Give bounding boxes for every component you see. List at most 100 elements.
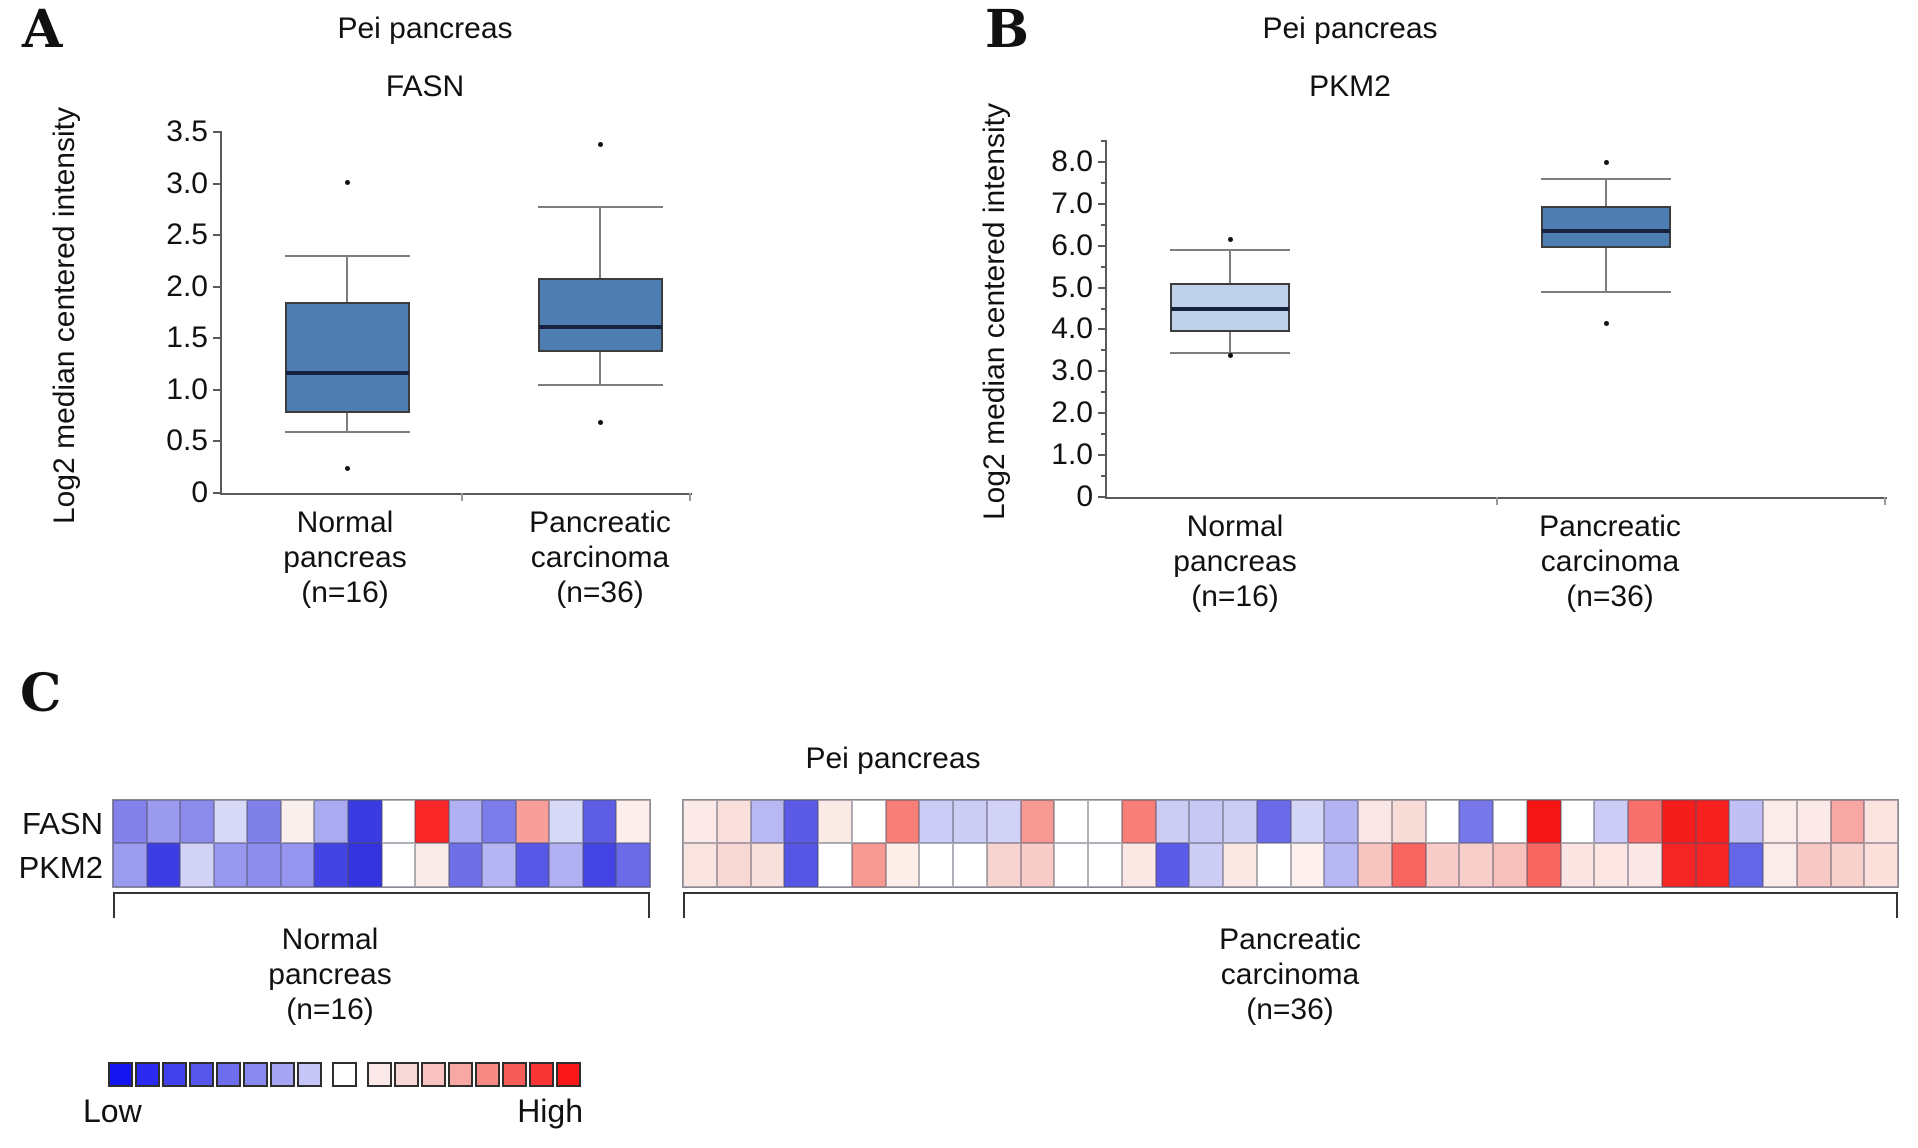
legend-color-swatch: [529, 1062, 554, 1087]
heatmap-cell-pkm2: [280, 843, 315, 887]
y-tick-label: 8.0: [1051, 144, 1093, 178]
y-tick-label: 3.0: [166, 166, 208, 200]
panel-b-y-axis-label: Log2 median centered intensity: [978, 103, 1011, 520]
legend-color-swatch: [270, 1062, 295, 1087]
heatmap-cell-pkm2: [818, 843, 852, 887]
legend-color-swatch: [394, 1062, 419, 1087]
x-category-label-line: Pancreatic: [529, 506, 671, 539]
y-minor-tick: [1101, 391, 1107, 394]
heatmap-row-label-pkm2: PKM2: [18, 850, 103, 885]
heatmap-cell-fasn: [953, 800, 987, 843]
boxplot-box: [284, 302, 410, 413]
heatmap-cell-fasn: [1729, 800, 1763, 843]
legend-color-swatch: [162, 1062, 187, 1087]
heatmap-cell-pkm2: [616, 843, 650, 887]
heatmap-cell-pkm2: [146, 843, 181, 887]
y-tick-label: 3.5: [166, 115, 208, 148]
boxplot-box: [1541, 205, 1671, 248]
y-tick: [1098, 370, 1107, 373]
boxplot-box: [537, 278, 663, 352]
heatmap-cell-fasn: [1796, 800, 1831, 843]
heatmap-cell-pkm2: [1290, 843, 1325, 887]
y-tick: [1098, 244, 1107, 247]
heatmap-cell-fasn: [1391, 800, 1426, 843]
heatmap-cell-pkm2: [784, 843, 818, 887]
x-tick: [1884, 497, 1886, 505]
y-tick-label: 5.0: [1051, 270, 1093, 304]
heatmap-cell-pkm2: [1020, 843, 1055, 887]
y-minor-tick: [1101, 140, 1107, 142]
heatmap-cell-fasn: [1425, 800, 1460, 843]
y-tick-label: 6.0: [1051, 228, 1093, 262]
whisker-cap: [537, 383, 663, 386]
y-minor-tick: [1101, 433, 1107, 436]
legend-color-swatch: [502, 1062, 527, 1087]
heatmap-block-pancreatic-carcinoma: [682, 799, 1899, 888]
heatmap-group-label-line: (n=36): [1246, 993, 1334, 1026]
heatmap-cell-pkm2: [381, 843, 416, 887]
heatmap-cell-pkm2: [1425, 843, 1460, 887]
heatmap-cell-pkm2: [1796, 843, 1831, 887]
heatmap-cell-pkm2: [716, 843, 751, 887]
heatmap-cell-pkm2: [180, 843, 214, 887]
heatmap-cell-fasn: [851, 800, 886, 843]
heatmap-cell-fasn: [1121, 800, 1156, 843]
heatmap-cell-pkm2: [1729, 843, 1763, 887]
heatmap-cell-fasn: [1560, 800, 1595, 843]
y-minor-tick: [1101, 349, 1107, 352]
heatmap-cell-pkm2: [347, 843, 382, 887]
x-category-label-line: carcinoma: [1540, 545, 1680, 578]
heatmap-cell-pkm2: [1661, 843, 1696, 887]
heatmap-cell-fasn: [549, 800, 583, 843]
y-tick: [213, 234, 222, 237]
y-tick: [1098, 160, 1107, 163]
y-tick-label: 0.5: [166, 424, 208, 458]
panel-c-title: Pei pancreas: [805, 742, 981, 775]
heatmap-cell-pkm2: [986, 843, 1021, 887]
heatmap-cell-pkm2: [515, 843, 550, 887]
heatmap-cell-fasn: [1088, 800, 1122, 843]
outlier-dot: [1604, 321, 1609, 327]
y-tick: [1098, 454, 1107, 457]
heatmap-cell-pkm2: [1594, 843, 1628, 887]
heatmap-cell-pkm2: [448, 843, 483, 887]
median-line: [285, 371, 409, 376]
legend-color-swatch: [448, 1062, 473, 1087]
heatmap-cell-pkm2: [1628, 843, 1662, 887]
legend-color-swatch: [189, 1062, 214, 1087]
y-tick: [213, 440, 222, 443]
heatmap-cell-fasn: [1459, 800, 1493, 843]
heatmap-cell-pkm2: [213, 843, 248, 887]
panel-b-subtitle: PKM2: [1309, 70, 1391, 103]
heatmap-cell-pkm2: [1155, 843, 1190, 887]
whisker-cap: [1170, 351, 1290, 354]
heatmap-cell-fasn: [1290, 800, 1325, 843]
outlier-dot: [598, 419, 603, 425]
legend-color-swatch: [332, 1062, 357, 1087]
y-tick-label: 1.0: [166, 372, 208, 406]
heatmap-cell-pkm2: [482, 843, 516, 887]
y-minor-tick: [1101, 265, 1107, 268]
outlier-dot: [598, 142, 603, 148]
x-tick: [689, 493, 691, 501]
heatmap-cell-fasn: [1054, 800, 1088, 843]
heatmap-cell-pkm2: [1864, 843, 1898, 887]
heatmap-cell-fasn: [213, 800, 248, 843]
heatmap-cell-fasn: [784, 800, 818, 843]
heatmap-cell-pkm2: [885, 843, 920, 887]
x-tick: [461, 493, 463, 501]
legend-color-swatch: [297, 1062, 322, 1087]
heatmap-cell-pkm2: [1391, 843, 1426, 887]
whisker-cap: [1541, 177, 1671, 180]
heatmap-cell-fasn: [1358, 800, 1392, 843]
y-tick: [213, 131, 222, 133]
heatmap-cell-fasn: [1763, 800, 1797, 843]
panel-a-letter: A: [22, 0, 63, 60]
heatmap-cell-pkm2: [1223, 843, 1257, 887]
outlier-dot: [1228, 352, 1233, 358]
heatmap-cell-fasn: [482, 800, 516, 843]
heatmap-cell-fasn: [1189, 800, 1223, 843]
y-tick: [1098, 328, 1107, 331]
